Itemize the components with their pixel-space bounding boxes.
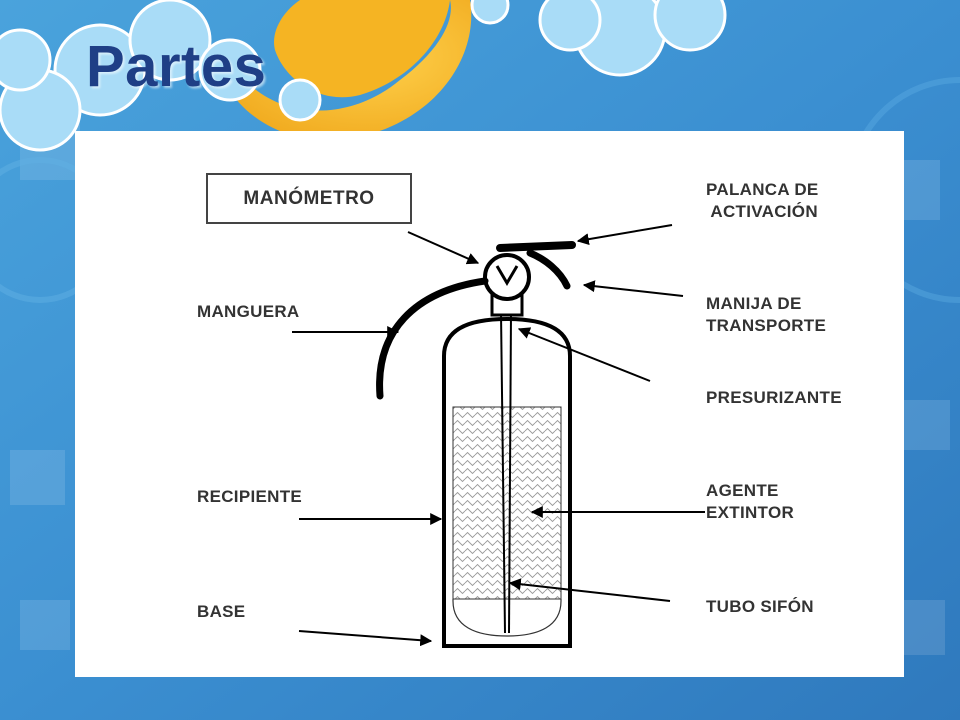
label-tubo: TUBO SIFÓN bbox=[706, 597, 814, 616]
label-base: BASE bbox=[197, 602, 246, 621]
label-manometro: MANÓMETRO bbox=[243, 187, 375, 209]
sun-decoration bbox=[215, 0, 472, 141]
manometro-label-box: MANÓMETRO bbox=[206, 173, 412, 224]
pointer-arrows bbox=[292, 224, 705, 647]
label-manguera: MANGUERA bbox=[197, 302, 300, 321]
label-presurizante: PRESURIZANTE bbox=[706, 388, 842, 407]
gauge bbox=[483, 253, 531, 301]
page-title: Partes bbox=[86, 34, 267, 99]
label-manija: MANIJA DE TRANSPORTE bbox=[706, 294, 827, 335]
label-palanca: PALANCA DE ACTIVACIÓN bbox=[706, 180, 819, 221]
extinguisher-diagram bbox=[292, 224, 705, 648]
lever bbox=[496, 241, 576, 290]
hose bbox=[376, 277, 489, 400]
label-agente: AGENTE EXTINTOR bbox=[706, 481, 795, 522]
cloud-decoration bbox=[0, 0, 727, 152]
diagram-panel: MANÓMETRO PALANCA DE ACTIVACIÓN MANGUERA… bbox=[75, 131, 904, 677]
label-recipiente: RECIPIENTE bbox=[197, 487, 303, 506]
cylinder bbox=[442, 316, 572, 648]
